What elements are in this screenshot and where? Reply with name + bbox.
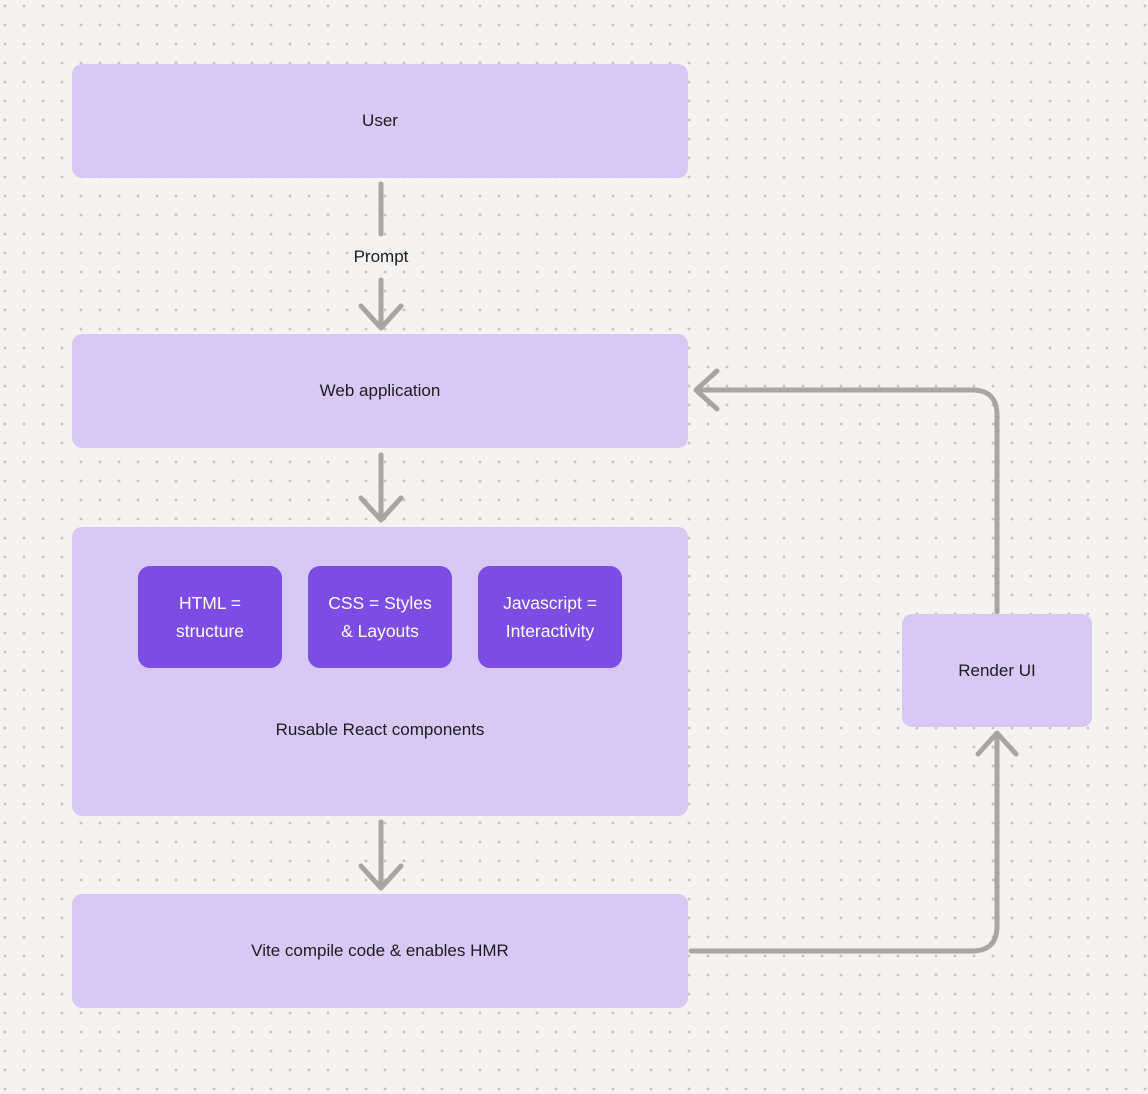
node-render-ui[interactable]: Render UI — [902, 614, 1092, 727]
node-web-application[interactable]: Web application — [72, 334, 688, 448]
node-render-ui-label: Render UI — [958, 660, 1036, 680]
edge-vite-to-renderui — [688, 734, 1000, 954]
chip-html-structure-label: HTML = structure — [175, 593, 245, 641]
chip-css-styles-label: CSS = Styles & Layouts — [328, 593, 432, 641]
chip-javascript-interactivity[interactable]: Javascript = Interactivity — [478, 566, 622, 668]
chip-css-styles[interactable]: CSS = Styles & Layouts — [308, 566, 452, 668]
node-vite-label: Vite compile code & enables HMR — [251, 941, 509, 960]
node-components-group[interactable]: HTML = structure CSS = Styles & Layouts … — [72, 527, 688, 816]
arrowhead-up-into-renderui — [975, 730, 1019, 757]
node-user[interactable]: User — [72, 64, 688, 178]
node-vite[interactable]: Vite compile code & enables HMR — [72, 894, 688, 1008]
node-user-label: User — [362, 111, 398, 130]
arrowhead-down-into-vite — [358, 863, 404, 891]
node-components-group-label: Rusable React components — [275, 720, 485, 739]
arrowhead-down-into-webapp — [358, 303, 404, 331]
arrowhead-left-into-webapp — [693, 368, 720, 412]
edge-label-prompt: Prompt — [353, 247, 409, 266]
chip-html-structure[interactable]: HTML = structure — [138, 566, 282, 668]
chip-javascript-interactivity-label: Javascript = Interactivity — [503, 593, 597, 641]
arrowhead-down-into-group — [358, 495, 404, 523]
edge-renderui-to-webapp — [696, 387, 1000, 615]
node-web-application-label: Web application — [319, 381, 441, 400]
